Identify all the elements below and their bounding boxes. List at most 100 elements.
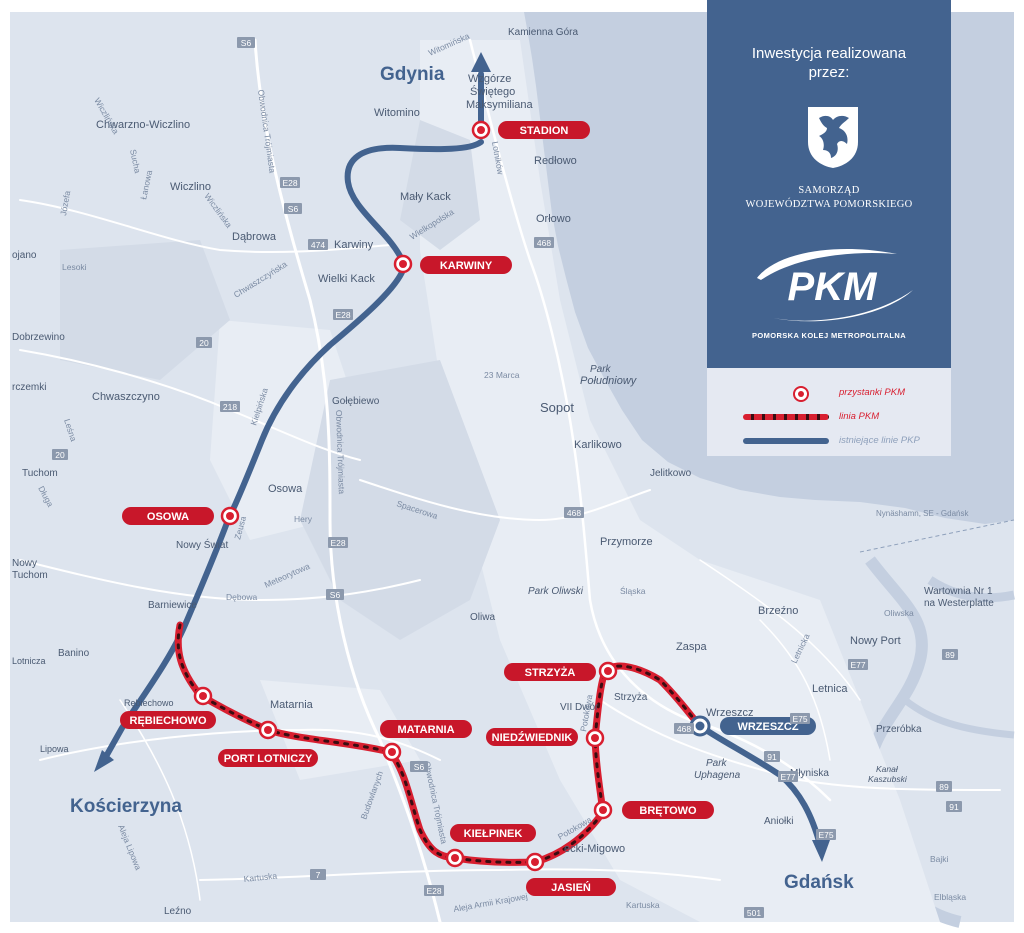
svg-text:91: 91	[767, 752, 777, 762]
station-label-jasien[interactable]: JASIEŃ	[551, 881, 591, 894]
svg-text:Matarnia: Matarnia	[270, 699, 314, 711]
pkm-stations	[193, 120, 711, 872]
station-label-kielpinek[interactable]: KIEŁPINEK	[464, 828, 523, 840]
arrow-to-koscierzyna	[94, 750, 114, 772]
port-canal	[927, 576, 1015, 603]
station-marker-jasien[interactable]	[525, 852, 545, 872]
pkm-logo: PKM	[757, 248, 913, 322]
station-label-stadion[interactable]: STADION	[520, 125, 569, 137]
organization-name: SAMORZĄD WOJEWÓDZTWA POMORSKIEGO	[707, 184, 951, 212]
svg-text:S6: S6	[241, 38, 252, 48]
svg-text:Uphagena: Uphagena	[694, 770, 741, 781]
svg-text:Letnica: Letnica	[812, 683, 848, 695]
svg-text:E28: E28	[335, 310, 350, 320]
svg-text:Wzgórze: Wzgórze	[468, 73, 511, 85]
legend-stops-label: przystanki PKM	[839, 387, 905, 398]
station-label-rebiechowo[interactable]: RĘBIECHOWO	[130, 715, 207, 727]
station-label-niedzwiednik[interactable]: NIEDŹWIEDNIK	[492, 731, 573, 744]
svg-text:218: 218	[223, 402, 237, 412]
svg-text:Redłowo: Redłowo	[534, 155, 577, 167]
svg-text:468: 468	[537, 238, 551, 248]
port-canal-2	[902, 697, 1015, 739]
pkm-logo-text: PKM	[788, 265, 879, 309]
svg-text:ecki-Migowo: ecki-Migowo	[564, 843, 625, 855]
panel-title-line1: Inwestycja realizowana	[751, 45, 907, 62]
legend-station-icon	[793, 386, 809, 402]
svg-text:Osowa: Osowa	[268, 483, 303, 495]
svg-text:E28: E28	[330, 538, 345, 548]
svg-text:Kartuska: Kartuska	[626, 900, 660, 910]
svg-text:Południowy: Południowy	[580, 375, 638, 387]
svg-text:E28: E28	[426, 886, 441, 896]
svg-text:501: 501	[747, 908, 761, 918]
station-label-strzyza[interactable]: STRZYŻA	[525, 666, 576, 679]
svg-text:Śląska: Śląska	[620, 585, 646, 596]
svg-text:Karlikowo: Karlikowo	[574, 439, 622, 451]
svg-text:rczemki: rczemki	[12, 382, 46, 393]
svg-text:Tuchom: Tuchom	[12, 570, 48, 581]
svg-text:Elbląska: Elbląska	[934, 892, 966, 902]
station-label-matarnia[interactable]: MATARNIA	[397, 724, 454, 736]
svg-text:91: 91	[949, 802, 959, 812]
station-marker-stadion[interactable]	[471, 120, 491, 140]
svg-text:468: 468	[677, 724, 691, 734]
legend-row-line: linia PKM	[735, 410, 945, 426]
svg-text:89: 89	[939, 782, 949, 792]
station-label-osowa[interactable]: OSOWA	[147, 511, 189, 523]
svg-text:na Westerplatte: na Westerplatte	[924, 598, 994, 609]
svg-text:Oliwska: Oliwska	[884, 608, 914, 618]
station-label-bretowo[interactable]: BRĘTOWO	[639, 805, 697, 817]
svg-text:Oliwa: Oliwa	[470, 612, 495, 623]
svg-text:Gołębiewo: Gołębiewo	[332, 396, 380, 407]
svg-text:Lesoki: Lesoki	[62, 262, 87, 272]
svg-text:Dobrzewino: Dobrzewino	[12, 332, 65, 343]
svg-text:E77: E77	[850, 660, 865, 670]
svg-text:E28: E28	[282, 178, 297, 188]
station-marker-bretowo[interactable]	[593, 800, 613, 820]
svg-text:VII Dwór: VII Dwór	[560, 702, 599, 713]
svg-text:20: 20	[55, 450, 65, 460]
station-marker-niedzwiednik[interactable]	[585, 728, 605, 748]
svg-text:Kartuska: Kartuska	[243, 871, 278, 884]
svg-text:Zaspa: Zaspa	[676, 641, 707, 653]
svg-text:474: 474	[311, 240, 325, 250]
city-label-sopot: Sopot	[540, 400, 574, 415]
svg-text:E77: E77	[780, 772, 795, 782]
station-marker-strzyza[interactable]	[598, 661, 618, 681]
svg-text:S6: S6	[330, 590, 341, 600]
svg-text:Rębiechowo: Rębiechowo	[124, 698, 174, 708]
svg-text:E75: E75	[792, 714, 807, 724]
city-labels: Gdynia Gdańsk Kościerzyna Sopot	[70, 64, 854, 893]
svg-text:Nowy Port: Nowy Port	[850, 635, 901, 647]
station-labels: STADION KARWINY OSOWA RĘBIECHOWO PORT LO…	[120, 121, 816, 896]
station-marker-kielpinek[interactable]	[445, 848, 465, 868]
city-label-koscierzyna: Kościerzyna	[70, 796, 182, 817]
station-label-port-lotniczy[interactable]: PORT LOTNICZY	[224, 753, 313, 765]
svg-text:Nowy Świat: Nowy Świat	[176, 538, 228, 551]
svg-text:Chwarzno-Wiczlino: Chwarzno-Wiczlino	[96, 119, 190, 131]
legend-row-stops: przystanki PKM	[735, 386, 945, 402]
ferry-route	[859, 519, 1015, 553]
svg-text:Orłowo: Orłowo	[536, 213, 571, 225]
svg-text:Sucha: Sucha	[128, 148, 143, 174]
svg-text:Tuchom: Tuchom	[22, 468, 58, 479]
svg-text:Wiczlino: Wiczlino	[170, 181, 211, 193]
station-marker-rebiechowo[interactable]	[193, 686, 213, 706]
svg-text:Park Oliwski: Park Oliwski	[528, 586, 584, 597]
station-marker-matarnia[interactable]	[382, 742, 402, 762]
station-marker-osowa[interactable]	[220, 506, 240, 526]
svg-text:23 Marca: 23 Marca	[484, 370, 520, 380]
station-label-wrzeszcz[interactable]: WRZESZCZ	[737, 721, 798, 733]
station-label-karwiny[interactable]: KARWINY	[440, 260, 493, 272]
svg-text:S6: S6	[414, 762, 425, 772]
svg-text:Kamienna Góra: Kamienna Góra	[508, 27, 578, 38]
svg-text:Dębowa: Dębowa	[226, 592, 257, 602]
panel-title-line2: przez:	[808, 64, 850, 81]
map-legend: przystanki PKM linia PKM istniejące lini…	[707, 368, 951, 456]
svg-text:Wrzeszcz: Wrzeszcz	[706, 707, 753, 719]
svg-text:468: 468	[567, 508, 581, 518]
forest-areas	[60, 120, 500, 640]
station-marker-port-lotniczy[interactable]	[258, 720, 278, 740]
station-marker-karwiny[interactable]	[393, 254, 413, 274]
svg-text:Przymorze: Przymorze	[600, 536, 653, 548]
